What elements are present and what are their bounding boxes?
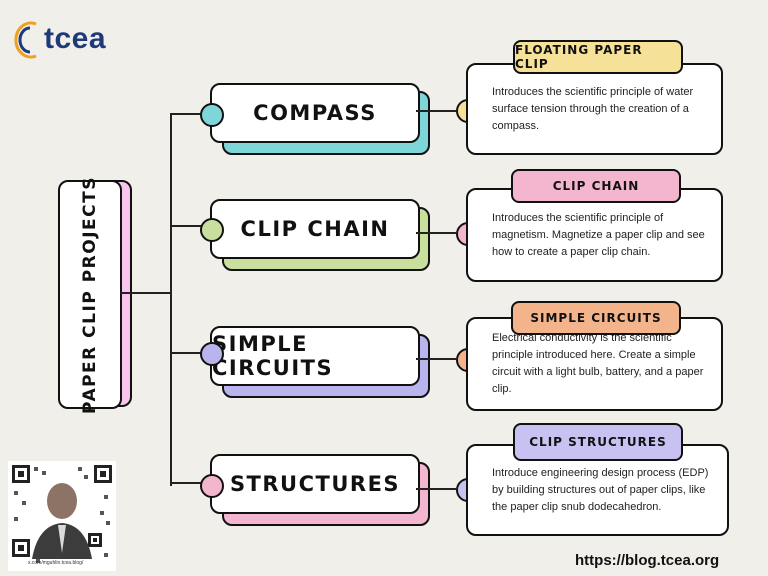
logo-text: tcea [44, 22, 107, 55]
tcea-logo: tcea [10, 18, 130, 62]
page-title: PAPER CLIP PROJECTS [80, 175, 100, 414]
qr-code-icon [8, 461, 116, 571]
clip-chain-node: CLIP CHAIN [210, 199, 420, 259]
clip-chain-link [416, 232, 456, 234]
simple-circuits-tag: SIMPLE CIRCUITS [511, 301, 681, 335]
compass-dot [200, 103, 224, 127]
title-box: PAPER CLIP PROJECTS [58, 176, 122, 413]
clip-chain-dot [200, 218, 224, 242]
structures-tag: CLIP STRUCTURES [513, 423, 683, 461]
structures-node: STRUCTURES [210, 454, 420, 514]
branch-connector [170, 113, 210, 115]
simple-circuits-node: SIMPLE CIRCUITS [210, 326, 420, 386]
logo-swoosh-icon [14, 21, 37, 59]
simple-circuits-dot [200, 342, 224, 366]
branch-connector [170, 352, 210, 354]
structures-link [416, 488, 456, 490]
compass-link [416, 110, 456, 112]
qr-code: x.com/mguhlin.tcea.blog/ [8, 461, 116, 571]
compass-tag: FLOATING PAPER CLIP [513, 40, 683, 74]
blog-url[interactable]: https://blog.tcea.org [575, 552, 720, 569]
branch-connector [170, 482, 210, 484]
compass-node: COMPASS [210, 83, 420, 143]
branch-connector [170, 225, 210, 227]
qr-caption: x.com/mguhlin.tcea.blog/ [28, 560, 84, 566]
trunk-line [170, 113, 172, 486]
compass-description: Introduces the scientific principle of w… [466, 63, 723, 155]
title-connector [120, 292, 172, 294]
clip-chain-tag: CLIP CHAIN [511, 169, 681, 203]
structures-dot [200, 474, 224, 498]
simple-circuits-link [416, 358, 456, 360]
